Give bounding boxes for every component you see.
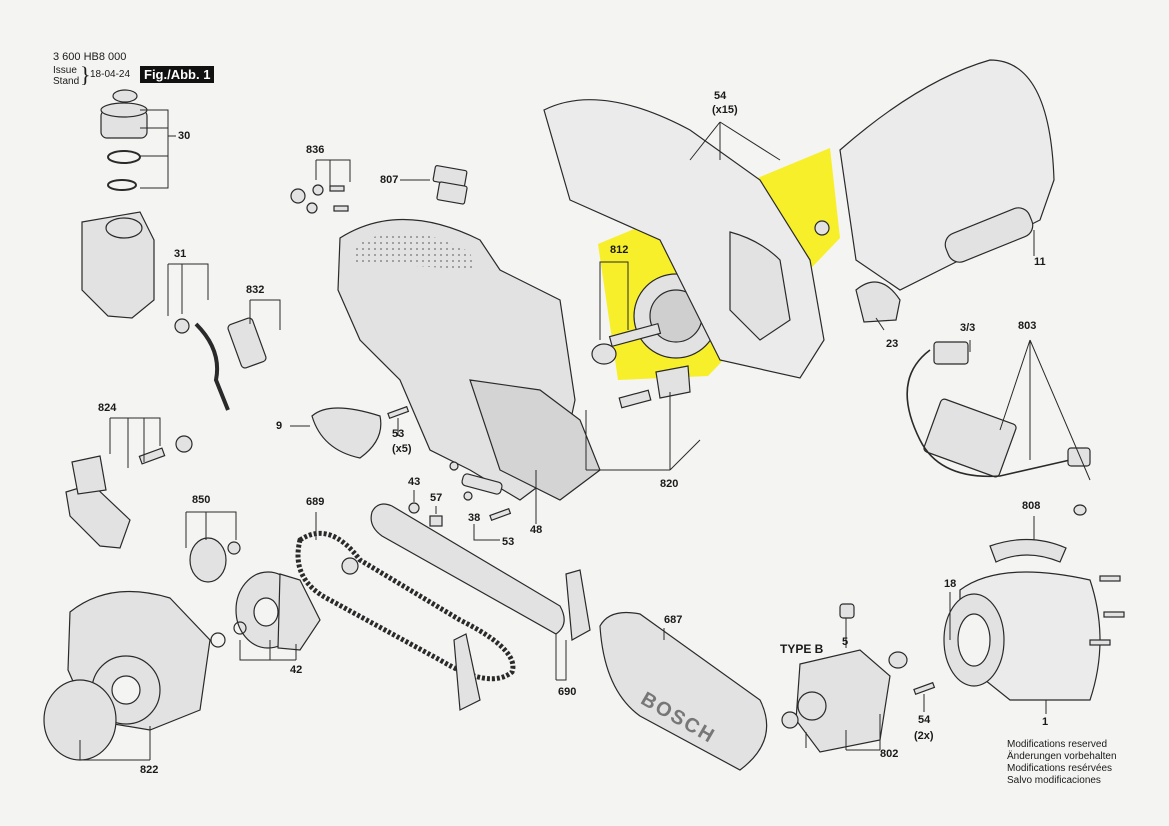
note-en: Modifications reserved — [1007, 739, 1108, 750]
label-9: 9 — [276, 420, 283, 432]
brace-glyph: } — [80, 62, 91, 87]
motor-type-b — [781, 603, 908, 753]
label-43: 43 — [408, 476, 421, 488]
label-38: 38 — [468, 512, 481, 524]
issue-stand-label: Issue Stand — [53, 65, 79, 87]
label-807: 807 — [380, 174, 399, 186]
label-54-x2-count: (2x) — [914, 730, 934, 742]
part-836-screws — [290, 184, 349, 214]
note-es: Salvo modificaciones — [1007, 775, 1101, 786]
issue-date: 18-04-24 — [90, 69, 131, 80]
label-1: 1 — [1042, 716, 1049, 728]
label-54-x2: 54 — [918, 714, 931, 726]
label-57: 57 — [430, 492, 443, 504]
label-808: 808 — [1022, 500, 1041, 512]
label-30: 30 — [178, 130, 191, 142]
part-687-bar-cover — [599, 611, 768, 771]
label-687: 687 — [664, 614, 683, 626]
label-803: 803 — [1018, 320, 1037, 332]
part-820-housing-shell — [543, 99, 825, 409]
issue-label: Issue — [53, 65, 77, 76]
part-824-latch — [65, 435, 193, 549]
main-housing — [337, 218, 601, 501]
part-803-electronics — [906, 341, 1091, 516]
label-18: 18 — [944, 578, 957, 590]
label-836: 836 — [306, 144, 325, 156]
label-822: 822 — [140, 764, 159, 776]
part-30-cap — [100, 89, 148, 191]
stand-label: Stand — [53, 76, 80, 87]
label-53-x5: 53 — [392, 428, 405, 440]
label-802: 802 — [880, 748, 899, 760]
part-832-switch — [227, 317, 267, 369]
part-822-cover — [43, 590, 211, 761]
label-54-x15-count: (x15) — [712, 104, 738, 116]
label-5: 5 — [842, 636, 849, 648]
part-42-clutch — [210, 571, 321, 651]
label-850: 850 — [192, 494, 211, 506]
label-48: 48 — [530, 524, 543, 536]
part-9-cover — [311, 407, 382, 459]
part-31-tank — [81, 211, 230, 411]
part-808 — [989, 538, 1067, 563]
label-54-x15: 54 — [714, 90, 727, 102]
label-23: 23 — [886, 338, 899, 350]
note-fr: Modifications resérvées — [1007, 763, 1113, 774]
leader-lines — [79, 109, 1091, 761]
label-3-3: 3/3 — [960, 322, 976, 334]
part-11-handle — [839, 59, 1055, 323]
part-689-chain — [295, 530, 516, 682]
figure-label: Fig./Abb. 1 — [140, 66, 215, 83]
part-1-motor-housing — [943, 571, 1101, 701]
label-42: 42 — [290, 664, 303, 676]
part-850-sprocket — [189, 537, 241, 583]
modifications-notes: Modifications reserved Änderungen vorbeh… — [1007, 739, 1117, 787]
label-832: 832 — [246, 284, 265, 296]
label-11: 11 — [1034, 256, 1046, 268]
label-690: 690 — [558, 686, 577, 698]
label-689: 689 — [306, 496, 325, 508]
small-hardware — [387, 405, 512, 527]
label-812: 812 — [610, 244, 629, 256]
label-53-x5-count: (x5) — [392, 443, 412, 455]
part-code: 3 600 HB8 000 — [53, 51, 127, 63]
note-de: Änderungen vorbehalten — [1007, 751, 1117, 762]
label-820: 820 — [660, 478, 679, 490]
label-53: 53 — [502, 536, 515, 548]
part-690-bar — [370, 503, 565, 635]
label-31: 31 — [174, 248, 187, 260]
label-type-b: TYPE B — [780, 642, 824, 656]
label-824: 824 — [98, 402, 117, 414]
